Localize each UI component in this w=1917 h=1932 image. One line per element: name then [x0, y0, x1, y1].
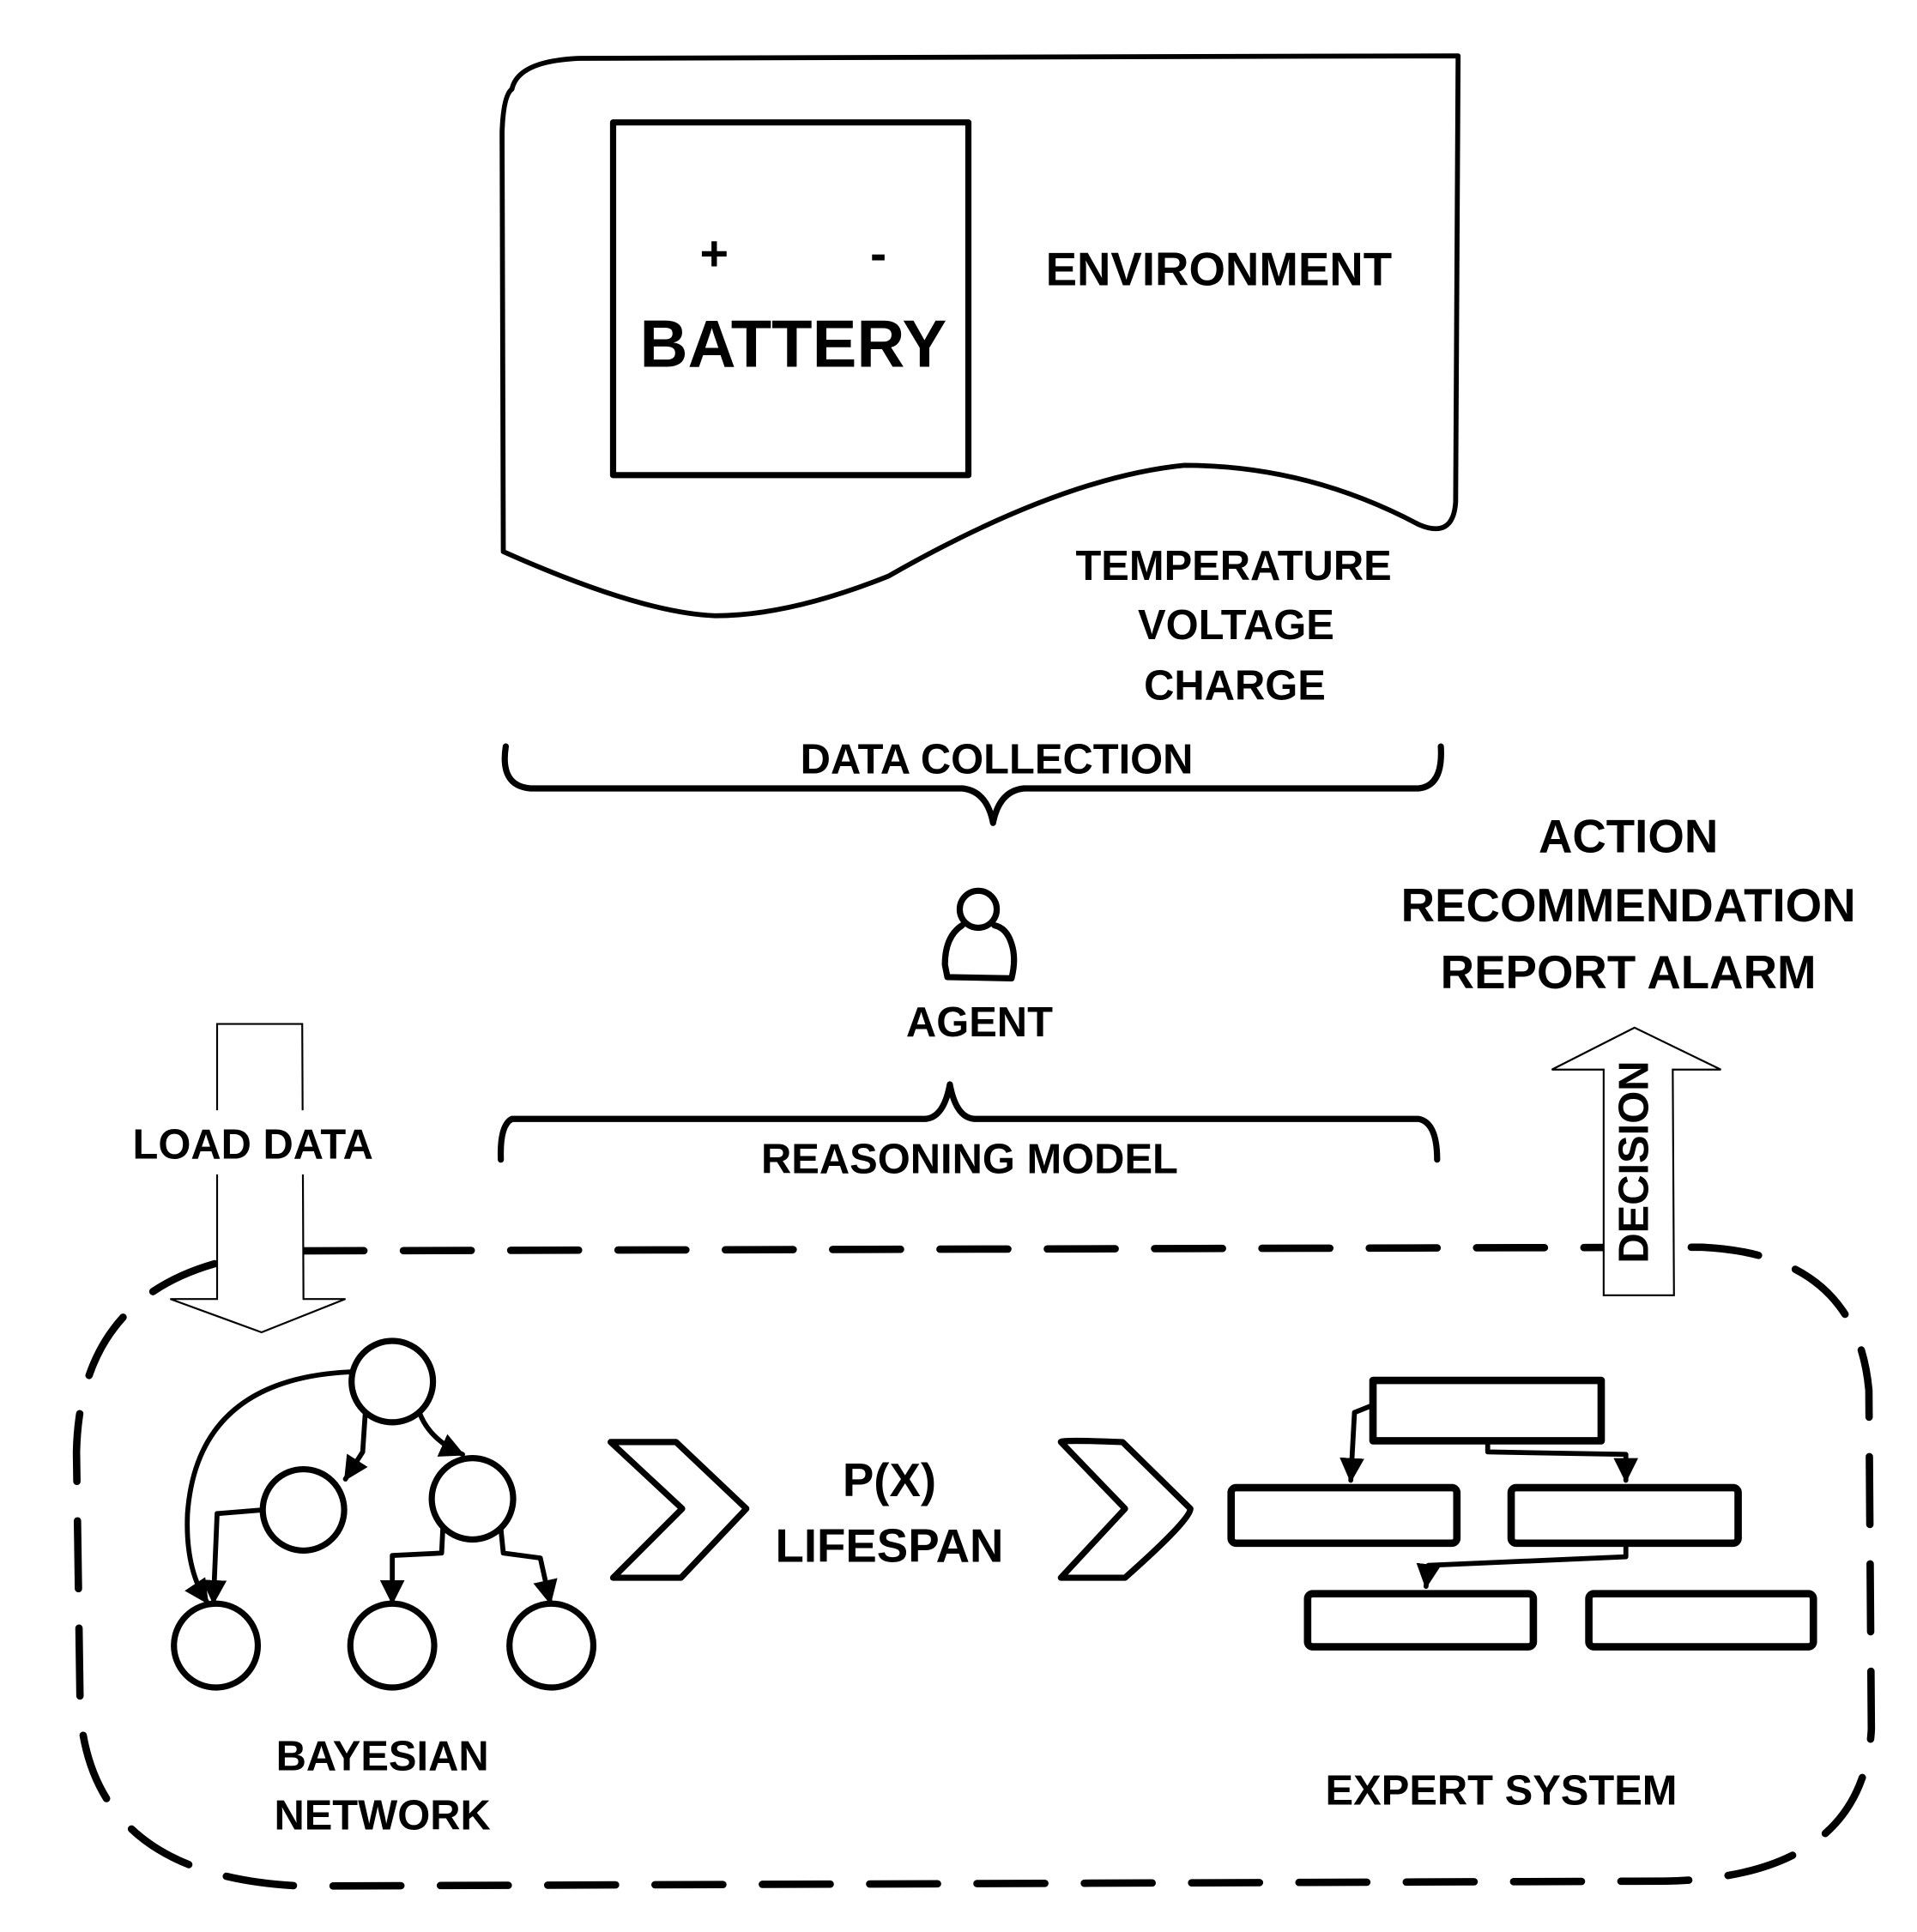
- reasoning-model-brace: [497, 1081, 1441, 1163]
- rule-box: [1507, 1483, 1742, 1548]
- bn-edge: [498, 1525, 558, 1605]
- agent-group: AGENT: [906, 887, 1053, 1046]
- measurement-temperature: TEMPERATURE: [1075, 543, 1391, 589]
- output-recommendation: RECOMMENDATION: [1401, 879, 1856, 932]
- measurement-voltage: VOLTAGE: [1138, 602, 1334, 649]
- bn-node: [348, 1337, 437, 1426]
- rule-edge: [1339, 1402, 1376, 1483]
- load-data-arrow: LOAD DATA: [117, 1023, 389, 1334]
- bn-edge: [416, 1410, 465, 1458]
- decision-arrow: DECISION: [1551, 1026, 1721, 1296]
- rule-edge: [1416, 1540, 1629, 1589]
- environment-title: ENVIRONMENT: [1046, 243, 1393, 295]
- environment-region: + - BATTERY ENVIRONMENT: [499, 53, 1461, 619]
- bn-edge: [379, 1525, 445, 1605]
- outputs-list: ACTION RECOMMENDATION REPORT ALARM: [1401, 811, 1856, 999]
- expert-system-label: EXPERT SYSTEM: [1326, 1768, 1678, 1814]
- bayesian-label-line2: NETWORK: [274, 1792, 490, 1838]
- reasoning-model-group: REASONING MODEL: [497, 1081, 1441, 1183]
- bayesian-label-line1: BAYESIAN: [276, 1733, 489, 1779]
- battery-minus: -: [870, 226, 886, 281]
- battery-plus: +: [700, 226, 729, 281]
- rule-edge: [1485, 1438, 1639, 1483]
- measurements-list: TEMPERATURE VOLTAGE CHARGE: [1075, 543, 1391, 709]
- load-data-label-bg: [117, 1110, 389, 1174]
- data-collection-group: DATA COLLECTION: [501, 737, 1444, 826]
- battery-label: BATTERY: [639, 307, 946, 381]
- bn-node: [506, 1600, 597, 1691]
- rule-box: [1369, 1376, 1606, 1445]
- bn-edge: [342, 1412, 368, 1482]
- agent-label: AGENT: [906, 999, 1053, 1046]
- measurement-charge: CHARGE: [1144, 662, 1326, 709]
- rule-box: [1227, 1483, 1461, 1548]
- bn-node: [428, 1455, 517, 1543]
- lifespan-label: LIFESPAN: [776, 1519, 1004, 1572]
- bn-node: [171, 1600, 262, 1691]
- output-report-alarm: REPORT ALARM: [1441, 946, 1817, 999]
- load-data-label: LOAD DATA: [132, 1121, 372, 1168]
- probability-label: P(X): [843, 1454, 936, 1506]
- rule-box: [1303, 1590, 1538, 1651]
- reasoning-model-label: REASONING MODEL: [761, 1137, 1178, 1183]
- person-icon: [941, 887, 1018, 981]
- data-collection-label: DATA COLLECTION: [801, 737, 1194, 783]
- battery-box: [609, 119, 972, 479]
- output-action: ACTION: [1539, 811, 1718, 863]
- environment-shape: [499, 53, 1461, 619]
- bayesian-network: BAYESIAN NETWORK: [171, 1337, 597, 1838]
- bn-node: [347, 1600, 438, 1691]
- down-arrow-icon: [170, 1023, 346, 1334]
- chevron-right-icon: [608, 1439, 750, 1581]
- up-arrow-icon: [1551, 1026, 1721, 1296]
- system-boundary: [72, 1243, 1876, 1890]
- bn-edge: [184, 1369, 356, 1605]
- expert-system: EXPERT SYSTEM: [1227, 1376, 1817, 1814]
- rule-box: [1585, 1590, 1817, 1651]
- data-collection-brace: [501, 743, 1444, 826]
- bn-edge: [202, 1507, 266, 1605]
- decision-label: DECISION: [1612, 1060, 1658, 1263]
- chevron-right-icon: [1057, 1437, 1194, 1581]
- bn-node: [259, 1465, 348, 1555]
